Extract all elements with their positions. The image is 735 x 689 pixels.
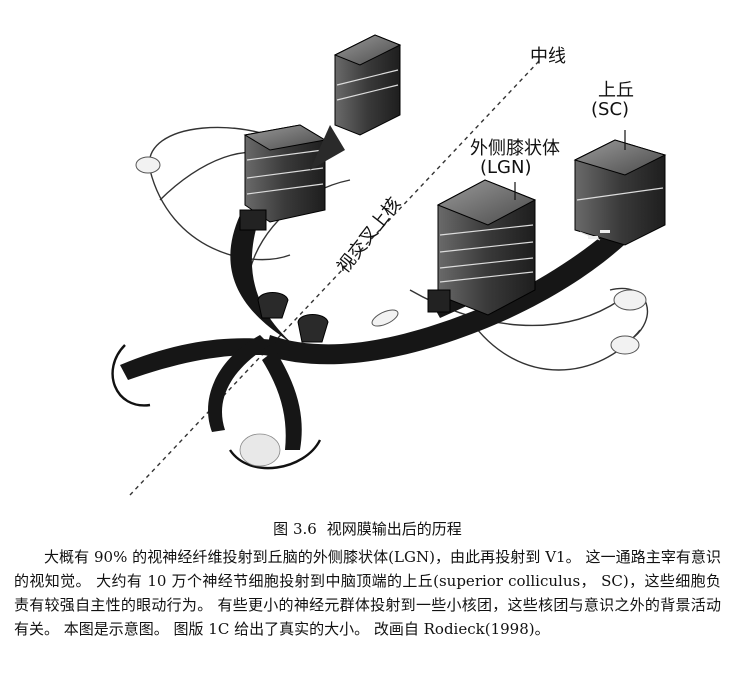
figure: 中线 上丘 (SC) 外侧膝状体 (LGN) 视交叉上核 <box>111 34 667 496</box>
figure-description: 大概有 90% 的视神经纤维投射到丘脑的外侧膝状体(LGN)，由此再投射到 V1… <box>14 548 721 638</box>
eye-glow <box>239 433 281 467</box>
optic-tracts <box>120 215 640 450</box>
figure-title: 视网膜输出后的历程 <box>326 520 462 538</box>
midline-dashed-line <box>129 59 541 496</box>
sc-label: 上丘 <box>598 80 634 101</box>
midline-label: 中线 <box>530 46 566 67</box>
suprachiasmatic-nuclei <box>257 292 329 343</box>
v1-endings <box>135 156 647 355</box>
label-leaders <box>514 130 626 200</box>
radiation-fibers <box>148 126 649 371</box>
lgn-label: 外侧膝状体 <box>470 138 560 159</box>
sc-block <box>573 139 667 246</box>
lgn-block <box>427 179 537 316</box>
sc-block-left <box>310 34 402 170</box>
figure-number: 图 3.6 <box>273 520 317 538</box>
eyes <box>111 344 322 470</box>
sc-abbr-label: (SC) <box>591 99 630 120</box>
figure-caption: 图 3.6 视网膜输出后的历程 <box>14 518 721 539</box>
caption-block: 图 3.6 视网膜输出后的历程 大概有 90% 的视神经纤维投射到丘脑的外侧膝状体… <box>14 518 721 641</box>
lgn-block-left <box>239 124 327 231</box>
lgn-abbr-label: (LGN) <box>480 157 532 178</box>
visual-pathway-diagram <box>111 34 667 496</box>
